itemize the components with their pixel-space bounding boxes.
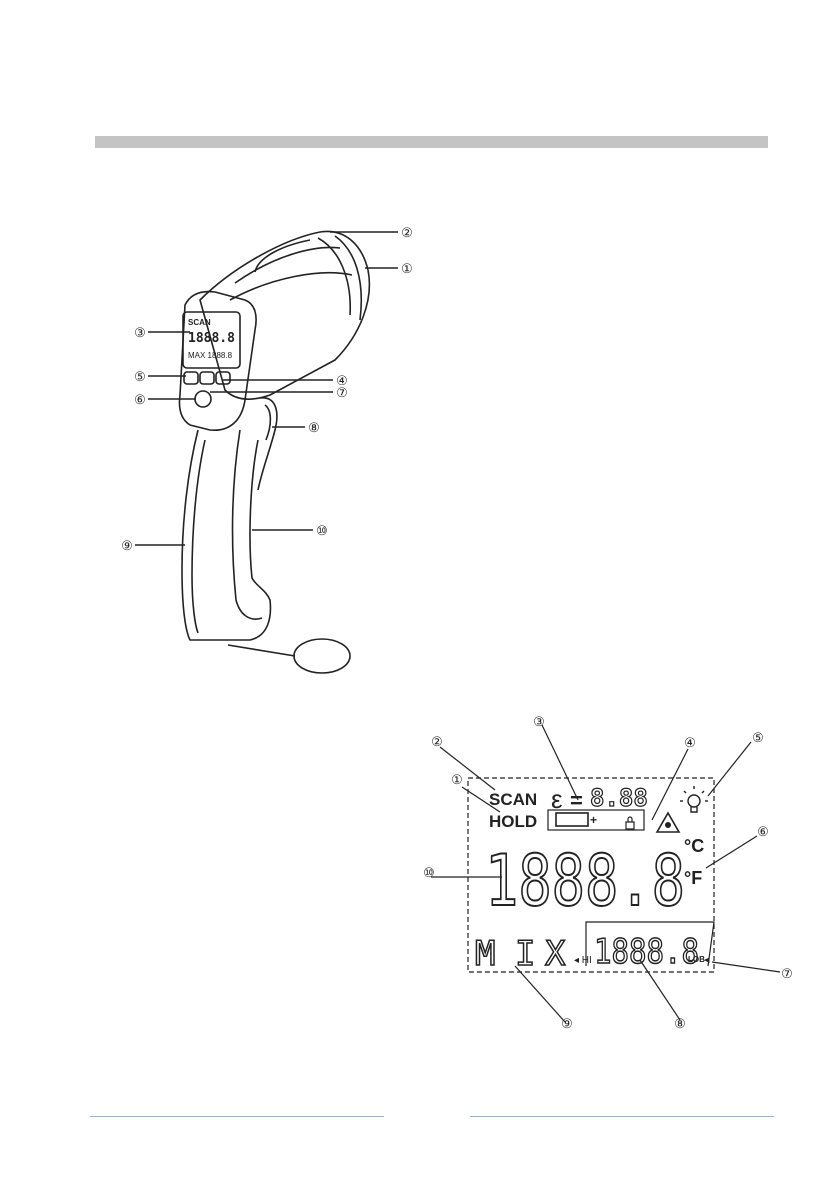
lcd-speaker-icon: ◂ <box>704 954 710 966</box>
lcd-equals: = <box>570 788 583 813</box>
lcd-mode-char-1: M <box>475 934 495 974</box>
lcd-fahrenheit: °F <box>684 868 702 888</box>
lcd-main-digits: 1888.8 <box>485 840 685 922</box>
lock-icon <box>626 817 634 829</box>
backlight-icon <box>680 786 708 812</box>
lcd-callout-7: ⑦ <box>781 966 793 981</box>
svg-text:+: + <box>590 813 597 827</box>
lcd-callout-10: ⑩ <box>423 865 435 880</box>
lcd-scan-label: SCAN <box>489 790 537 809</box>
lcd-callout-9: ⑨ <box>561 1016 573 1031</box>
lcd-celsius: °C <box>684 836 704 856</box>
footer-line-right <box>470 1116 774 1117</box>
lcd-callout-6: ⑥ <box>757 824 769 839</box>
lcd-callout-4: ④ <box>684 735 696 750</box>
battery-icon <box>556 813 588 826</box>
lcd-hold-label: HOLD <box>489 812 537 831</box>
lcd-mode-char-2: I <box>515 934 535 974</box>
footer-line-left <box>90 1116 384 1117</box>
lcd-callout-2: ② <box>431 734 443 749</box>
lcd-emissivity-digits: 8.88 <box>590 784 648 812</box>
lcd-callout-8: ⑧ <box>674 1016 686 1031</box>
lcd-hi-lo-indicator: ◂ HI <box>574 955 592 966</box>
lcd-callout-3: ③ <box>533 714 545 729</box>
lcd-callout-1: ① <box>451 772 463 787</box>
lcd-lobat-label: LOB <box>688 955 705 964</box>
lcd-callout-5: ⑤ <box>752 730 764 745</box>
lcd-secondary-digits: 1888.8 <box>594 932 699 972</box>
lcd-mode-char-3: X <box>545 934 566 974</box>
lcd-epsilon: ε <box>551 784 563 814</box>
